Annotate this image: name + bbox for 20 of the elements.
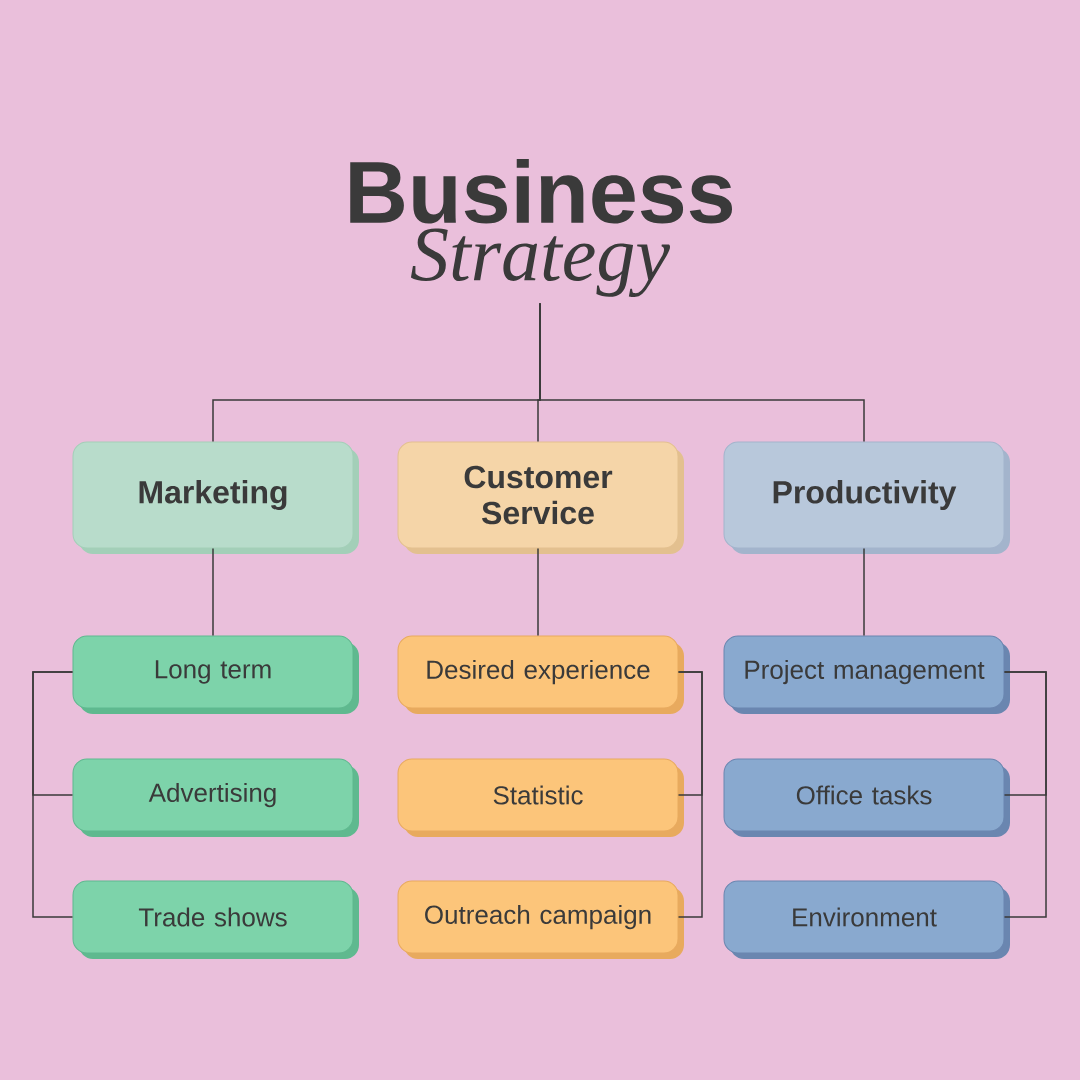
connector-line <box>1003 671 1047 918</box>
title: Business Strategy <box>350 158 732 298</box>
item-box: Statistic <box>397 758 684 837</box>
connector-line <box>32 671 74 918</box>
connector-line <box>537 547 539 637</box>
category-box: Customer Service <box>397 441 684 554</box>
connector-line <box>863 547 865 637</box>
category-box: Marketing <box>72 441 359 554</box>
connector-line <box>539 302 865 443</box>
item-box: Advertising <box>72 758 359 837</box>
item-box: Long term <box>72 635 359 714</box>
item-box: Trade shows <box>72 880 359 959</box>
item-box: Office tasks <box>723 758 1010 837</box>
item-box: Project management <box>723 635 1010 714</box>
connector-line <box>677 671 703 918</box>
connector-line <box>212 547 214 637</box>
item-box: Outreach campaign <box>397 880 684 959</box>
item-box: Environment <box>723 880 1010 959</box>
category-box: Productivity <box>723 441 1010 554</box>
item-box: Desired experience <box>397 635 684 714</box>
